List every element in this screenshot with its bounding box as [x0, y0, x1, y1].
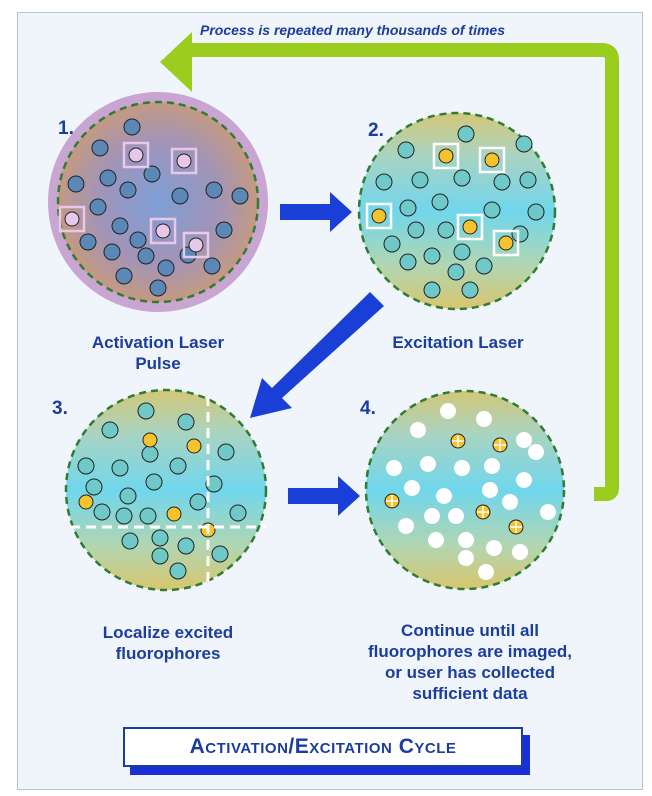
circle-step3-localize — [66, 390, 266, 590]
step3-caption: Localize excited fluorophores — [58, 622, 278, 664]
repeat-note: Process is repeated many thousands of ti… — [200, 22, 590, 38]
circle-step4-continue — [366, 391, 564, 589]
step2-caption-line1: Excitation Laser — [358, 332, 558, 353]
step2-caption: Excitation Laser — [358, 332, 558, 353]
step1-caption-line1: Activation Laser — [58, 332, 258, 353]
step4-caption: Continue until all fluorophores are imag… — [360, 620, 580, 704]
circle-step2-excitation — [359, 113, 555, 309]
step1-caption: Activation Laser Pulse — [58, 332, 258, 374]
title-box: Activation/Excitation Cycle — [123, 727, 523, 767]
circle-step1-activation — [48, 92, 268, 312]
repeat-loop-arrowhead — [160, 32, 192, 92]
step4-caption-line3: or user has collected — [360, 662, 580, 683]
step4-number: 4. — [360, 398, 376, 420]
step1-caption-line2: Pulse — [58, 353, 258, 374]
diagram-title: Activation/Excitation Cycle — [190, 735, 457, 759]
step4-caption-line1: Continue until all — [360, 620, 580, 641]
arrow-step1-to-step2 — [280, 192, 352, 232]
step4-caption-line2: fluorophores are imaged, — [360, 641, 580, 662]
step3-number: 3. — [52, 398, 68, 420]
step3-caption-line2: fluorophores — [58, 643, 278, 664]
step3-caption-line1: Localize excited — [58, 622, 278, 643]
arrow-step3-to-step4 — [288, 476, 360, 516]
step1-number: 1. — [58, 118, 74, 140]
step4-caption-line4: sufficient data — [360, 683, 580, 704]
step2-number: 2. — [368, 120, 384, 142]
